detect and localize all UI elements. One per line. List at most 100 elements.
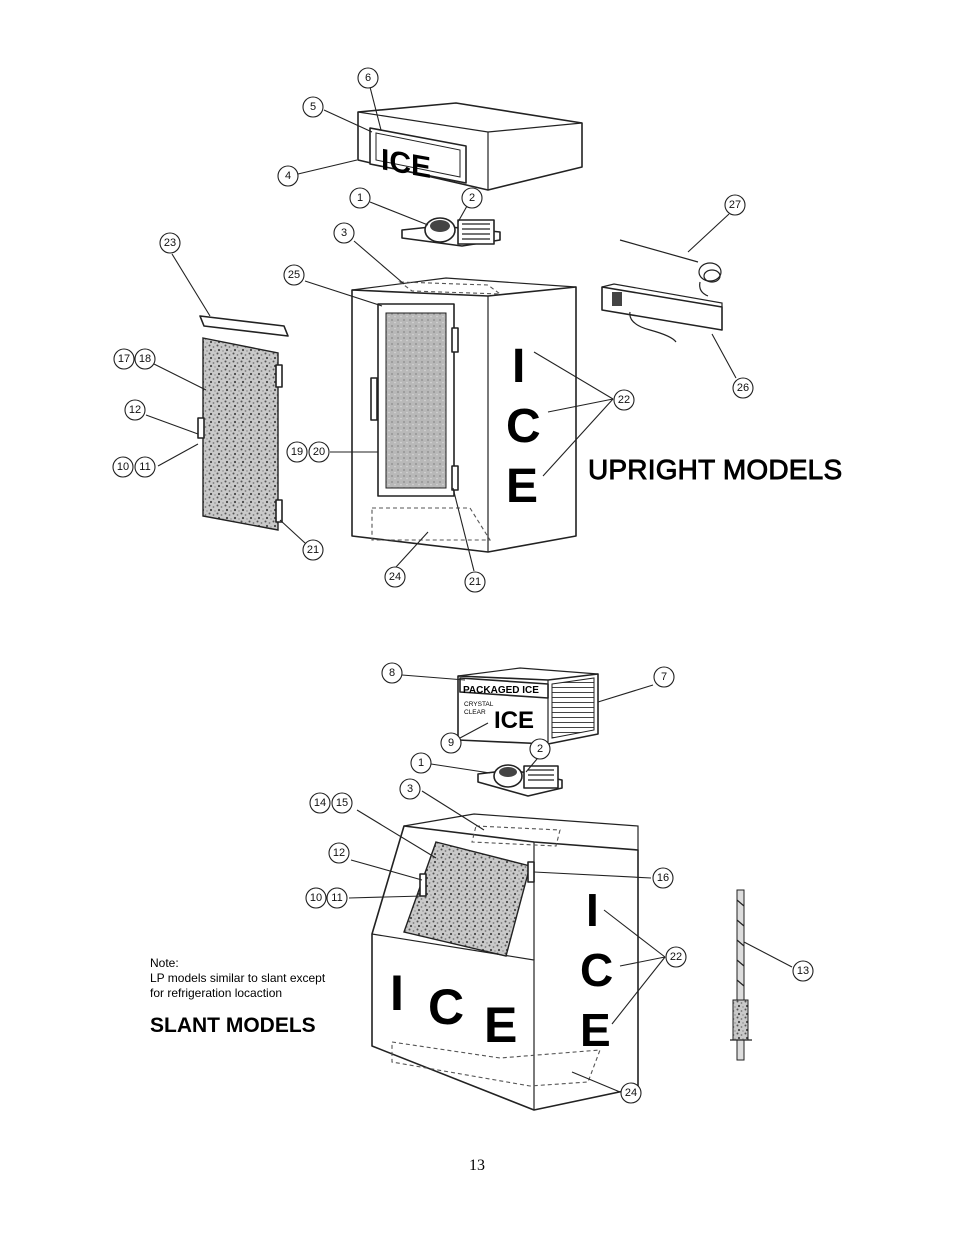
callout-s11: 11 (326, 887, 348, 909)
callout-s15: 15 (331, 792, 353, 814)
callout-s12: 12 (328, 842, 350, 864)
leader-lines (145, 86, 793, 1093)
callout-u25: 25 (283, 264, 305, 286)
slant-drain-assembly (730, 889, 752, 1061)
callout-u18: 18 (134, 348, 156, 370)
note-line-2: for refrigeration locaction (150, 986, 283, 1000)
callout-u10: 10 (112, 456, 134, 478)
svg-text:27: 27 (729, 199, 741, 211)
upright-side-letter-c: C (506, 400, 541, 453)
slant-side-letter-e: E (580, 1004, 611, 1056)
svg-text:24: 24 (389, 571, 401, 583)
svg-text:22: 22 (618, 394, 630, 406)
page-number: 13 (469, 1157, 485, 1174)
callout-s3: 3 (399, 778, 421, 800)
slant-models-title: SLANT MODELS (150, 1014, 316, 1037)
upright-side-letter-i: I (512, 340, 525, 393)
callout-u19: 19 (286, 441, 308, 463)
slant-floor-rack (391, 1041, 601, 1087)
svg-text:11: 11 (139, 461, 150, 473)
callout-s9: 9 (440, 732, 462, 754)
svg-text:11: 11 (331, 892, 342, 904)
slant-sign-text: ICE (494, 707, 534, 734)
upright-cabinet: I C E (351, 277, 577, 553)
callout-u4: 4 (277, 165, 299, 187)
svg-text:17: 17 (118, 353, 130, 365)
upright-thermostat (619, 239, 722, 297)
callout-u22: 22 (613, 389, 635, 411)
svg-text:15: 15 (336, 797, 348, 809)
svg-text:14: 14 (314, 797, 326, 809)
note-block: Note: LP models similar to slant except … (150, 956, 325, 1001)
upright-light-fixture (601, 283, 723, 343)
svg-text:19: 19 (291, 446, 303, 458)
callout-labels: 6 5 4 1 2 3 23 25 27 26 22 17 18 12 10 1… (112, 67, 814, 1104)
upright-top-housing: ICE (357, 102, 583, 191)
callout-u27: 27 (724, 194, 746, 216)
callout-u21a: 21 (302, 539, 324, 561)
upright-side-letter-e: E (506, 460, 538, 513)
svg-text:8: 8 (389, 667, 395, 679)
callout-s16: 16 (652, 867, 674, 889)
svg-text:26: 26 (737, 382, 749, 394)
upright-trim-strip (199, 315, 289, 337)
svg-text:1: 1 (418, 757, 424, 769)
callout-s24: 24 (620, 1082, 642, 1104)
svg-text:2: 2 (469, 192, 475, 204)
svg-text:9: 9 (448, 737, 454, 749)
upright-top-opening (398, 281, 502, 295)
callout-s14: 14 (309, 792, 331, 814)
slant-top-housing: PACKAGED ICE CRYSTAL CLEAR ICE (457, 667, 599, 745)
slant-sign-small-1: CRYSTAL (464, 701, 494, 708)
svg-text:24: 24 (625, 1087, 637, 1099)
callout-u11: 11 (134, 456, 156, 478)
slant-refrigeration-unit (477, 764, 563, 797)
svg-text:5: 5 (310, 101, 316, 113)
callout-u26: 26 (732, 377, 754, 399)
callout-s2: 2 (529, 738, 551, 760)
callout-u5: 5 (302, 96, 324, 118)
upright-floor-rack (371, 507, 491, 541)
svg-text:23: 23 (164, 237, 176, 249)
slant-front-letter-c: C (428, 979, 464, 1035)
svg-text:13: 13 (797, 965, 809, 977)
slant-side-letter-c: C (580, 944, 613, 996)
svg-text:12: 12 (129, 404, 141, 416)
callout-u17: 17 (113, 348, 135, 370)
svg-text:12: 12 (333, 847, 345, 859)
slant-sign-small-2: CLEAR (464, 709, 486, 716)
callout-u1: 1 (349, 187, 371, 209)
callout-u2: 2 (461, 187, 483, 209)
callout-u21b: 21 (464, 571, 486, 593)
upright-side-panel (197, 315, 289, 531)
svg-text:21: 21 (469, 576, 481, 588)
slant-side-letter-i: I (586, 884, 599, 936)
upright-models-title: UPRIGHT MODELS (588, 454, 843, 486)
callout-s7: 7 (653, 666, 675, 688)
note-heading: Note: (150, 956, 179, 970)
upright-model: ICE I (197, 102, 723, 553)
svg-text:1: 1 (357, 192, 363, 204)
slant-lid (403, 841, 531, 957)
svg-text:7: 7 (661, 671, 667, 683)
callout-u23: 23 (159, 232, 181, 254)
slant-sign-top-text: PACKAGED ICE (463, 685, 539, 696)
svg-text:20: 20 (313, 446, 325, 458)
callout-u6: 6 (357, 67, 379, 89)
slant-front-letter-e: E (484, 997, 517, 1053)
slant-sign-top (459, 677, 549, 699)
svg-text:4: 4 (285, 170, 291, 182)
callout-u24: 24 (384, 566, 406, 588)
svg-text:10: 10 (117, 461, 129, 473)
callout-s13: 13 (792, 960, 814, 982)
svg-text:2: 2 (537, 743, 543, 755)
note-line-1: LP models similar to slant except (150, 971, 326, 985)
callout-u20: 20 (308, 441, 330, 463)
slant-front-letter-i: I (390, 965, 404, 1021)
svg-text:21: 21 (307, 544, 319, 556)
svg-text:6: 6 (365, 72, 371, 84)
svg-text:10: 10 (310, 892, 322, 904)
callout-u3: 3 (333, 222, 355, 244)
slant-cabinet: I C E I C E (371, 813, 639, 1111)
